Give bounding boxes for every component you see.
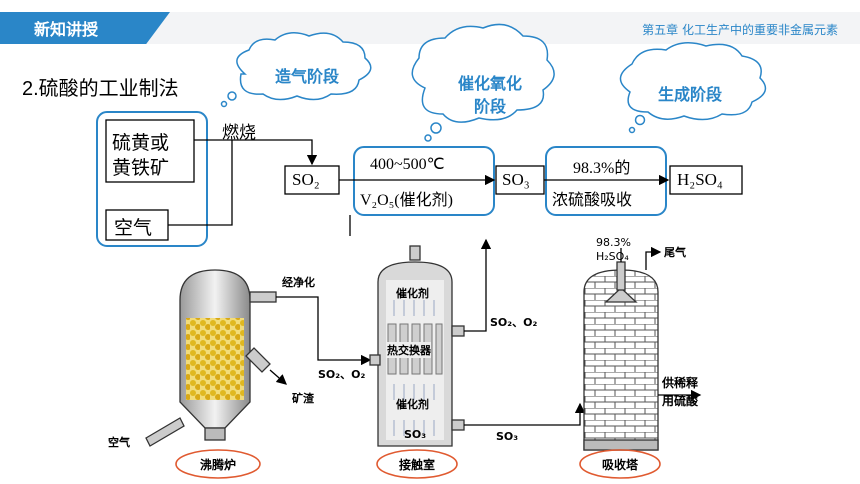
cloud-formation xyxy=(619,42,767,134)
label-absorb-line2: 浓硫酸吸收 xyxy=(552,192,633,209)
label-air: 空气 xyxy=(114,218,153,239)
cloud-catalytic-oxidation xyxy=(411,23,555,142)
name-furnace: 沸腾炉 xyxy=(199,458,236,472)
absorption-tower xyxy=(583,261,659,451)
label-condition-temp: 400~500℃ xyxy=(370,156,445,173)
label-so3: SO₃ xyxy=(502,170,530,189)
label-so2: SO₂ xyxy=(292,170,320,189)
contact-pipes xyxy=(464,238,586,426)
ellipse-absorb xyxy=(579,449,661,479)
label-dilute-line1: 供稀释 xyxy=(662,376,699,390)
label-so3-out: SO₃ xyxy=(496,430,519,443)
header: 新知讲授 第五章 化工生产中的重要非金属元素 xyxy=(0,0,860,50)
stage-formation: 生成阶段 xyxy=(657,85,722,104)
label-catalyst-top: 催化剂 xyxy=(396,287,429,300)
ellipse-furnace xyxy=(175,449,261,479)
label-air-in: 空气 xyxy=(108,436,130,449)
label-heat-exchanger: 热交换器 xyxy=(387,342,431,358)
label-dilute-line2: 用硫酸 xyxy=(662,394,699,408)
section-title: 2.硫酸的工业制法 xyxy=(22,78,179,100)
boiling-furnace xyxy=(145,269,277,447)
label-so3-inside: SO₃ xyxy=(404,428,427,441)
furnace-pipes xyxy=(269,296,372,385)
box-h2so4 xyxy=(669,165,743,195)
box-raw-material-outline xyxy=(96,111,208,247)
stage-gas-making: 造气阶段 xyxy=(274,67,339,86)
ellipse-contact xyxy=(376,449,458,479)
label-tail-gas: 尾气 xyxy=(664,246,686,259)
cloud-gas-making xyxy=(220,32,372,108)
label-slag: 矿渣 xyxy=(292,392,314,405)
header-tab-label: 新知讲授 xyxy=(34,20,99,39)
flow-lines xyxy=(168,139,670,236)
label-so2-o2-return: SO₂、O₂ xyxy=(490,316,538,329)
box-raw-material xyxy=(105,119,195,183)
label-condition-catalyst: V₂O₅(催化剂) xyxy=(360,192,453,209)
stage-catalytic-oxidation-line2: 阶段 xyxy=(473,97,506,116)
label-acid-line1: 98.3% xyxy=(596,236,631,249)
chapter-title: 第五章 化工生产中的重要非金属元素 xyxy=(642,23,838,37)
label-so2-o2-in: SO₂、O₂ xyxy=(318,368,366,381)
label-h2so4: H₂SO₄ xyxy=(677,170,723,189)
label-burn: 燃烧 xyxy=(222,123,256,142)
name-contact: 接触室 xyxy=(398,458,435,472)
label-raw-material-line1: 硫黄或 xyxy=(112,133,170,154)
label-raw-material-line2: 黄铁矿 xyxy=(112,158,170,179)
label-absorb-line1: 98.3%的 xyxy=(573,160,631,177)
stage-catalytic-oxidation-line1: 催化氧化 xyxy=(457,74,522,93)
header-tab xyxy=(0,12,170,44)
label-catalyst-bottom: 催化剂 xyxy=(396,398,429,411)
label-purify: 经净化 xyxy=(282,276,315,289)
tower-pipes xyxy=(620,246,702,401)
name-absorb: 吸收塔 xyxy=(601,458,638,472)
label-acid-line2: H₂SO₄ xyxy=(596,250,629,263)
